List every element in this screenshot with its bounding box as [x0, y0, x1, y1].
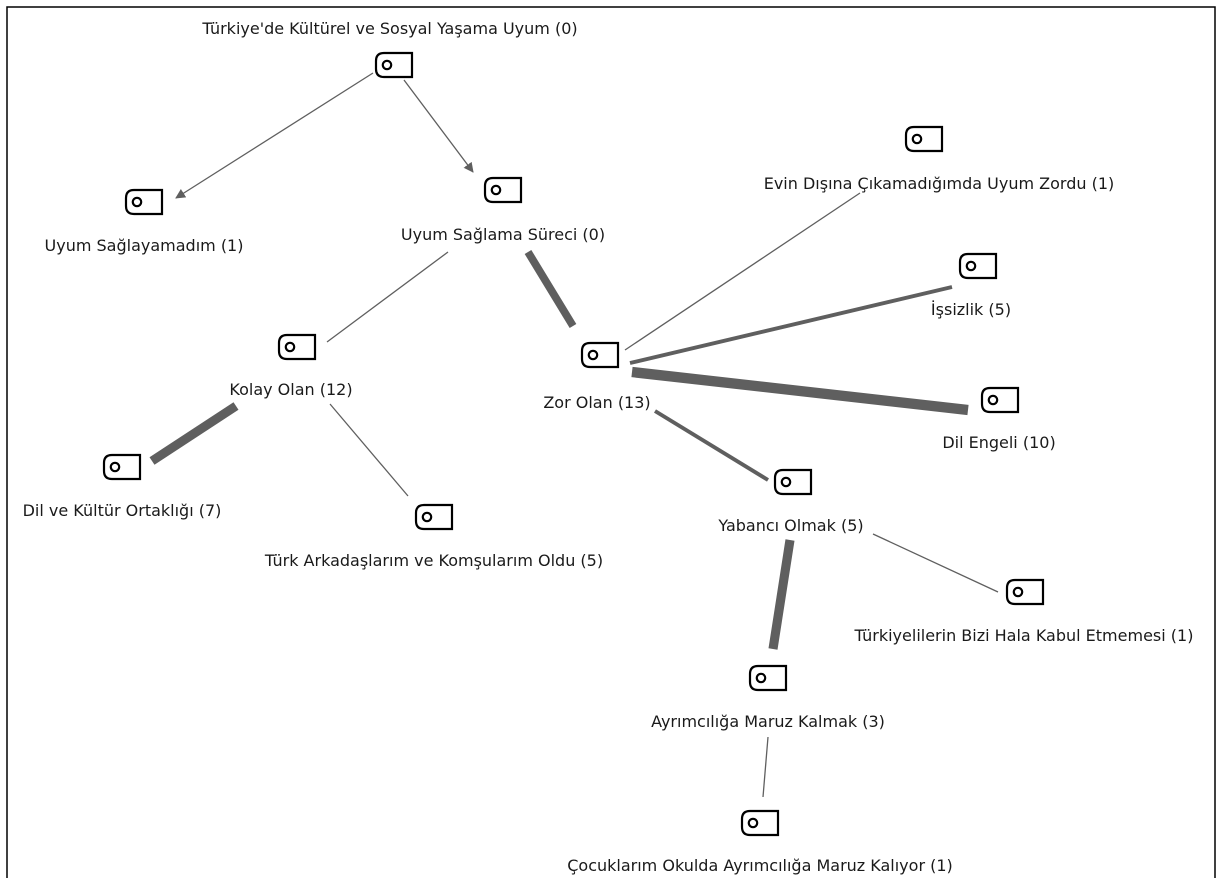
code-tag-icon	[1005, 578, 1045, 606]
node-label-n6: Türk Arkadaşlarım ve Komşularım Oldu (5)	[264, 551, 603, 570]
code-tag-icon	[374, 51, 414, 79]
code-node-n7[interactable]: Evin Dışına Çıkamadığımda Uyum Zordu (1)	[764, 125, 1115, 193]
code-tag-icon	[414, 503, 454, 531]
code-tag-icon	[580, 341, 620, 369]
code-node-n10[interactable]: Yabancı Olmak (5)	[717, 468, 864, 535]
code-node-n11[interactable]: Türkiyelilerin Bizi Hala Kabul Etmemesi …	[854, 578, 1194, 645]
code-tag-icon	[773, 468, 813, 496]
code-tag-icon	[277, 333, 317, 361]
node-label-n3: Kolay Olan (12)	[229, 380, 352, 399]
node-label-n11: Türkiyelilerin Bizi Hala Kabul Etmemesi …	[854, 626, 1194, 645]
code-node-n12[interactable]: Ayrımcılığa Maruz Kalmak (3)	[651, 664, 885, 731]
code-tag-icon	[483, 176, 523, 204]
edge-n4-n9	[631, 366, 969, 416]
edge-n3-n5	[149, 402, 239, 465]
edge-n0-n2-arrow	[403, 79, 474, 173]
code-tag-icon	[904, 125, 944, 153]
code-node-n2[interactable]: Uyum Sağlama Süreci (0)	[401, 176, 605, 244]
node-label-n5: Dil ve Kültür Ortaklığı (7)	[23, 501, 222, 520]
node-label-n12: Ayrımcılığa Maruz Kalmak (3)	[651, 712, 885, 731]
code-tag-icon	[980, 386, 1020, 414]
node-label-n4: Zor Olan (13)	[543, 393, 650, 412]
edge-n2-n4	[524, 249, 577, 329]
node-label-n7: Evin Dışına Çıkamadığımda Uyum Zordu (1)	[764, 174, 1115, 193]
edge-n2-n3	[326, 251, 449, 343]
code-node-n4[interactable]: Zor Olan (13)	[543, 341, 651, 412]
node-label-n2: Uyum Sağlama Süreci (0)	[401, 225, 605, 244]
edge-n10-n12	[768, 539, 795, 650]
diagram-frame	[6, 6, 1216, 878]
code-node-n0[interactable]: Türkiye'de Kültürel ve Sosyal Yaşama Uyu…	[201, 19, 578, 79]
node-label-n1: Uyum Sağlayamadım (1)	[45, 236, 244, 255]
edge-n10-n11	[872, 533, 999, 593]
edge-n4-n8	[629, 285, 953, 365]
edge-n0-n1-arrow	[175, 72, 374, 199]
code-tag-icon	[102, 453, 142, 481]
code-tag-icon	[958, 252, 998, 280]
code-node-n6[interactable]: Türk Arkadaşlarım ve Komşularım Oldu (5)	[264, 503, 603, 570]
code-node-n13[interactable]: Çocuklarım Okulda Ayrımcılığa Maruz Kalı…	[567, 809, 953, 875]
code-node-n8[interactable]: İşsizlik (5)	[931, 252, 1011, 319]
code-node-n5[interactable]: Dil ve Kültür Ortaklığı (7)	[23, 453, 222, 520]
code-tag-icon	[740, 809, 780, 837]
code-node-n9[interactable]: Dil Engeli (10)	[942, 386, 1056, 452]
node-label-n8: İşsizlik (5)	[931, 300, 1011, 319]
edge-n12-n13	[762, 736, 769, 798]
code-tag-icon	[748, 664, 788, 692]
edges-layer	[149, 72, 999, 798]
nodes-layer: Türkiye'de Kültürel ve Sosyal Yaşama Uyu…	[23, 19, 1194, 875]
edge-n4-n10	[653, 409, 770, 482]
code-tag-icon	[124, 188, 164, 216]
code-node-n3[interactable]: Kolay Olan (12)	[229, 333, 353, 399]
edge-n4-n7	[624, 192, 861, 351]
node-label-n13: Çocuklarım Okulda Ayrımcılığa Maruz Kalı…	[567, 856, 953, 875]
node-label-n9: Dil Engeli (10)	[942, 433, 1055, 452]
edge-n3-n6	[329, 403, 409, 497]
node-label-n0: Türkiye'de Kültürel ve Sosyal Yaşama Uyu…	[201, 19, 577, 38]
node-label-n10: Yabancı Olmak (5)	[717, 516, 863, 535]
code-node-n1[interactable]: Uyum Sağlayamadım (1)	[45, 188, 244, 255]
